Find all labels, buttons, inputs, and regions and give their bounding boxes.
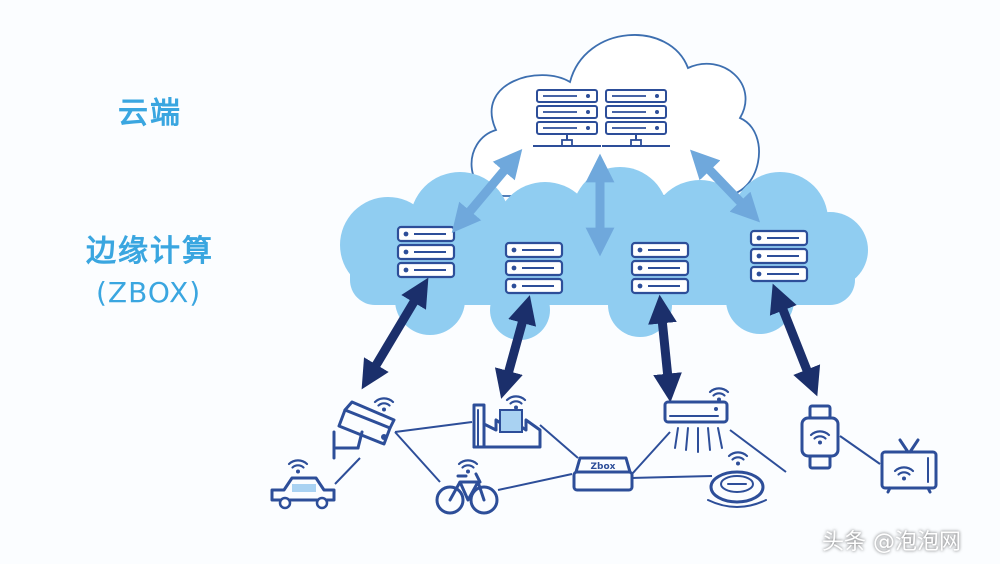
air-conditioner-icon [663, 400, 729, 453]
server-rack-icon [630, 241, 690, 295]
zbox-device-label: Zbox [591, 462, 616, 472]
server-rack-icon [749, 229, 809, 283]
server-rack-icon [504, 241, 564, 295]
wifi-icon [708, 387, 730, 403]
television-icon [880, 438, 938, 494]
wifi-icon [809, 430, 831, 446]
wifi-icon [893, 466, 915, 482]
wifi-icon [727, 451, 749, 467]
server-rack-icon [396, 225, 456, 279]
watermark: 头条 @泡泡网 [822, 530, 961, 555]
wifi-icon [457, 459, 479, 475]
bicycle-icon [435, 472, 499, 515]
security-camera-icon [332, 400, 396, 460]
wifi-icon [505, 395, 527, 411]
wifi-icon [373, 397, 395, 413]
zbox-device-icon: Zbox [572, 456, 634, 492]
smartwatch-icon [800, 404, 840, 470]
arrow-edge-device [648, 294, 682, 403]
arrow-edge-device [769, 283, 821, 397]
arrow-edge-device [361, 277, 429, 390]
factory-icon [472, 403, 542, 449]
wifi-icon [287, 459, 309, 475]
edge-layer-sublabel: (ZBOX) [96, 276, 202, 309]
arrow-cloud-edge [451, 148, 523, 234]
taxi-icon [270, 476, 336, 510]
arrow-cloud-edge [690, 149, 760, 223]
cloud-layer-label: 云端 [118, 96, 182, 131]
arrow-edge-device [494, 295, 537, 399]
edge-layer-label: 边缘计算 [86, 234, 214, 269]
robot-vacuum-icon [707, 470, 767, 508]
device-connections [334, 421, 881, 491]
